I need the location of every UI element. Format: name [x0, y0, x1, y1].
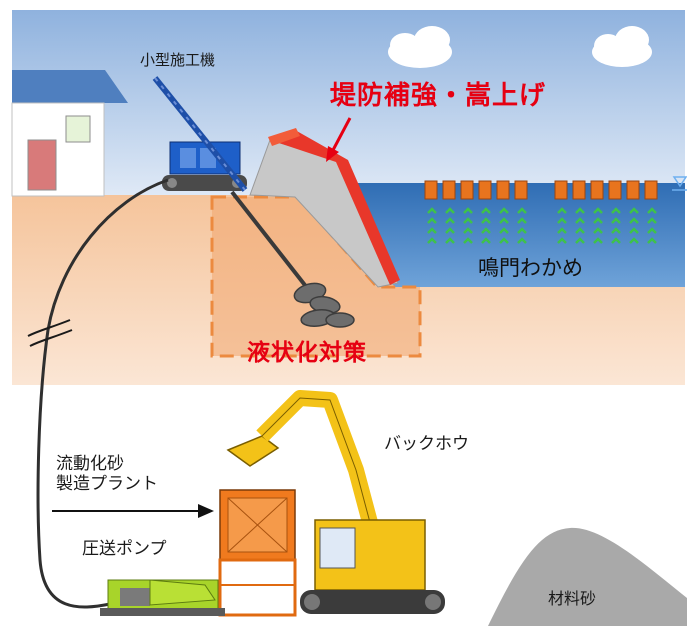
drilling-rig-icon: [152, 76, 248, 192]
plant-label-line1: 流動化砂: [56, 454, 124, 474]
seaweed-icon: [424, 180, 658, 244]
water-level-icon: [672, 176, 687, 191]
wakame-label: 鳴門わかめ: [478, 256, 583, 280]
embankment-crown: [268, 128, 300, 146]
liquefaction-label: 液状化対策: [247, 340, 367, 366]
injected-sand: [293, 282, 355, 328]
backhoe-label: バックホウ: [384, 434, 469, 454]
cloud-icon: [592, 26, 652, 67]
plant-label-line2: 製造プラント: [56, 473, 158, 494]
plant-label: 流動化砂 製造プラント: [56, 454, 158, 494]
embankment-label: 堤防補強・嵩上げ: [330, 81, 547, 111]
supply-hose: [36, 178, 235, 609]
sand-label: 材料砂: [548, 589, 597, 608]
machine-label: 小型施工機: [140, 51, 216, 69]
excavator-icon: [226, 390, 445, 614]
house-icon: [11, 70, 128, 197]
embankment-reinforcement: [270, 130, 400, 285]
cloud-icon: [388, 26, 452, 68]
arrow-icon: [52, 504, 214, 518]
pump-label: 圧送ポンプ: [82, 539, 167, 559]
sand-pile: [488, 527, 687, 626]
mixing-plant-icon: [218, 489, 297, 617]
break-mark-icon: [27, 319, 73, 347]
sea: [345, 183, 685, 287]
arrow-icon: [326, 117, 352, 162]
pump-truck-icon: [100, 579, 225, 616]
